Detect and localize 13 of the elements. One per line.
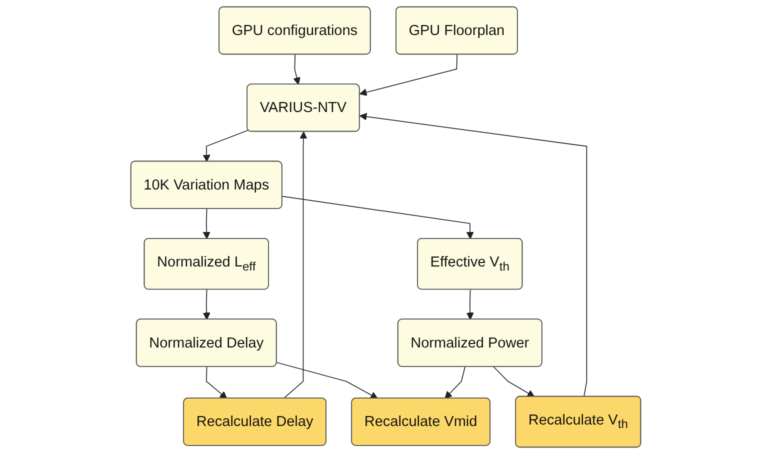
arrow xyxy=(282,196,474,240)
arrow xyxy=(206,366,228,399)
arrow xyxy=(283,131,308,399)
arrow xyxy=(360,54,458,96)
arrow xyxy=(444,366,466,399)
arrow xyxy=(493,366,535,398)
arrow xyxy=(203,208,211,240)
arrow xyxy=(293,54,301,85)
arrow xyxy=(360,112,588,398)
arrow xyxy=(466,289,474,320)
arrow xyxy=(276,362,378,399)
arrow xyxy=(203,130,250,162)
arrow xyxy=(203,289,211,320)
